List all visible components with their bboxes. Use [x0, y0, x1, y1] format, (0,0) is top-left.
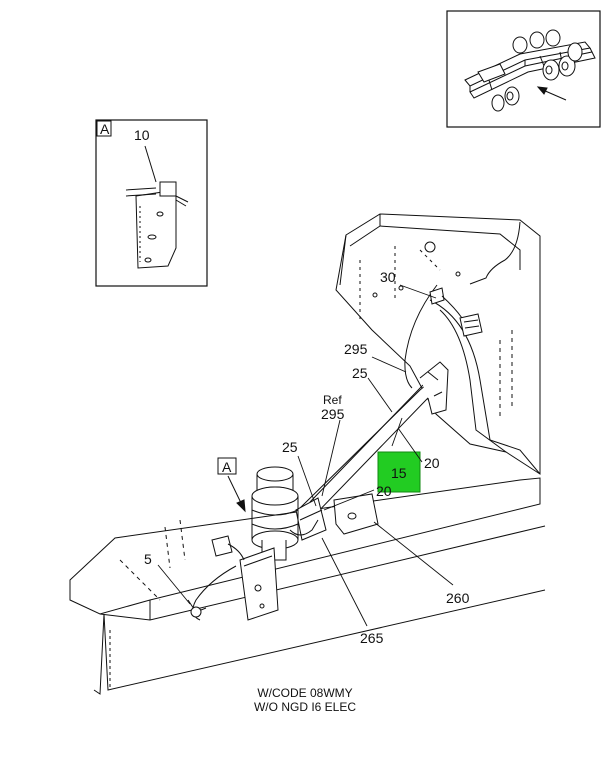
callout-20-lower: 20: [376, 483, 392, 499]
callout-25-lower: 25: [282, 439, 298, 455]
locator-inset: [446, 10, 601, 128]
highlight-item-15: [377, 451, 421, 493]
callout-295-upper: 295: [344, 341, 368, 357]
detail-bracket-icon: [125, 181, 189, 269]
caption-line-1: W/CODE 08WMY: [257, 686, 353, 700]
callout-20-upper: 20: [424, 455, 440, 471]
view-a-marker: A: [217, 457, 246, 513]
support-arm: [295, 361, 449, 541]
locator-arrow-icon: [536, 86, 567, 101]
diagram-caption: W/CODE 08WMY W/O NGD I6 ELEC: [0, 686, 610, 714]
view-a-tag: A: [222, 459, 232, 475]
locator-chassis-icon: [464, 29, 596, 112]
frame-rail: [69, 477, 546, 695]
callout-ref: Ref: [323, 393, 342, 407]
detail-a-inset: A 10: [95, 119, 208, 287]
detail-a-tag: A: [100, 121, 110, 137]
caption-line-2: W/O NGD I6 ELEC: [253, 700, 357, 714]
callout-25-upper: 25: [352, 365, 368, 381]
callout-5: 5: [144, 551, 152, 567]
locator-inset-frame: [446, 10, 601, 128]
callout-260: 260: [446, 590, 470, 606]
leader-lines: [157, 284, 454, 627]
callout-30: 30: [380, 269, 396, 285]
rail-harness: [187, 565, 237, 621]
view-a-tag-box: [217, 457, 237, 475]
callout-265: 265: [360, 630, 384, 646]
callout-15: 15: [391, 465, 407, 481]
callout-10: 10: [134, 127, 150, 143]
detail-a-tag-box: [96, 120, 112, 137]
callouts: 30 295 25 Ref 295 20 15 25 20 5 260 265: [144, 269, 470, 646]
mount-plate: [333, 493, 379, 535]
callout-295-ref: 295: [321, 406, 345, 422]
cab-back-panel: [335, 213, 541, 475]
connector-harness: [429, 287, 483, 337]
canister-assembly: [211, 466, 319, 621]
detail-a-frame: [95, 119, 208, 287]
